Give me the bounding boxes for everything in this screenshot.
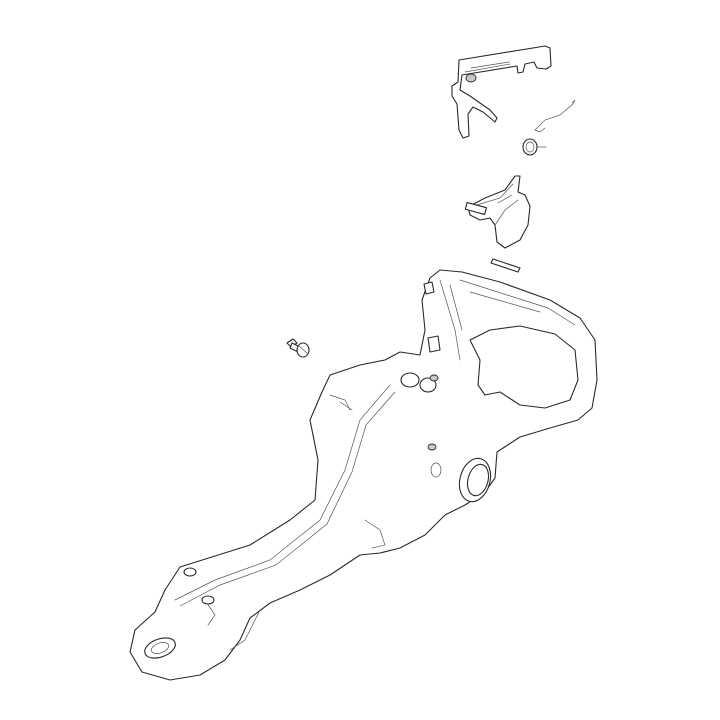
throttle-trigger bbox=[464, 175, 531, 249]
screw bbox=[286, 338, 310, 358]
torsion-spring bbox=[522, 99, 576, 156]
pin bbox=[490, 258, 521, 273]
rear-handle-housing bbox=[129, 269, 598, 681]
throttle-lockout-lever bbox=[451, 45, 552, 139]
